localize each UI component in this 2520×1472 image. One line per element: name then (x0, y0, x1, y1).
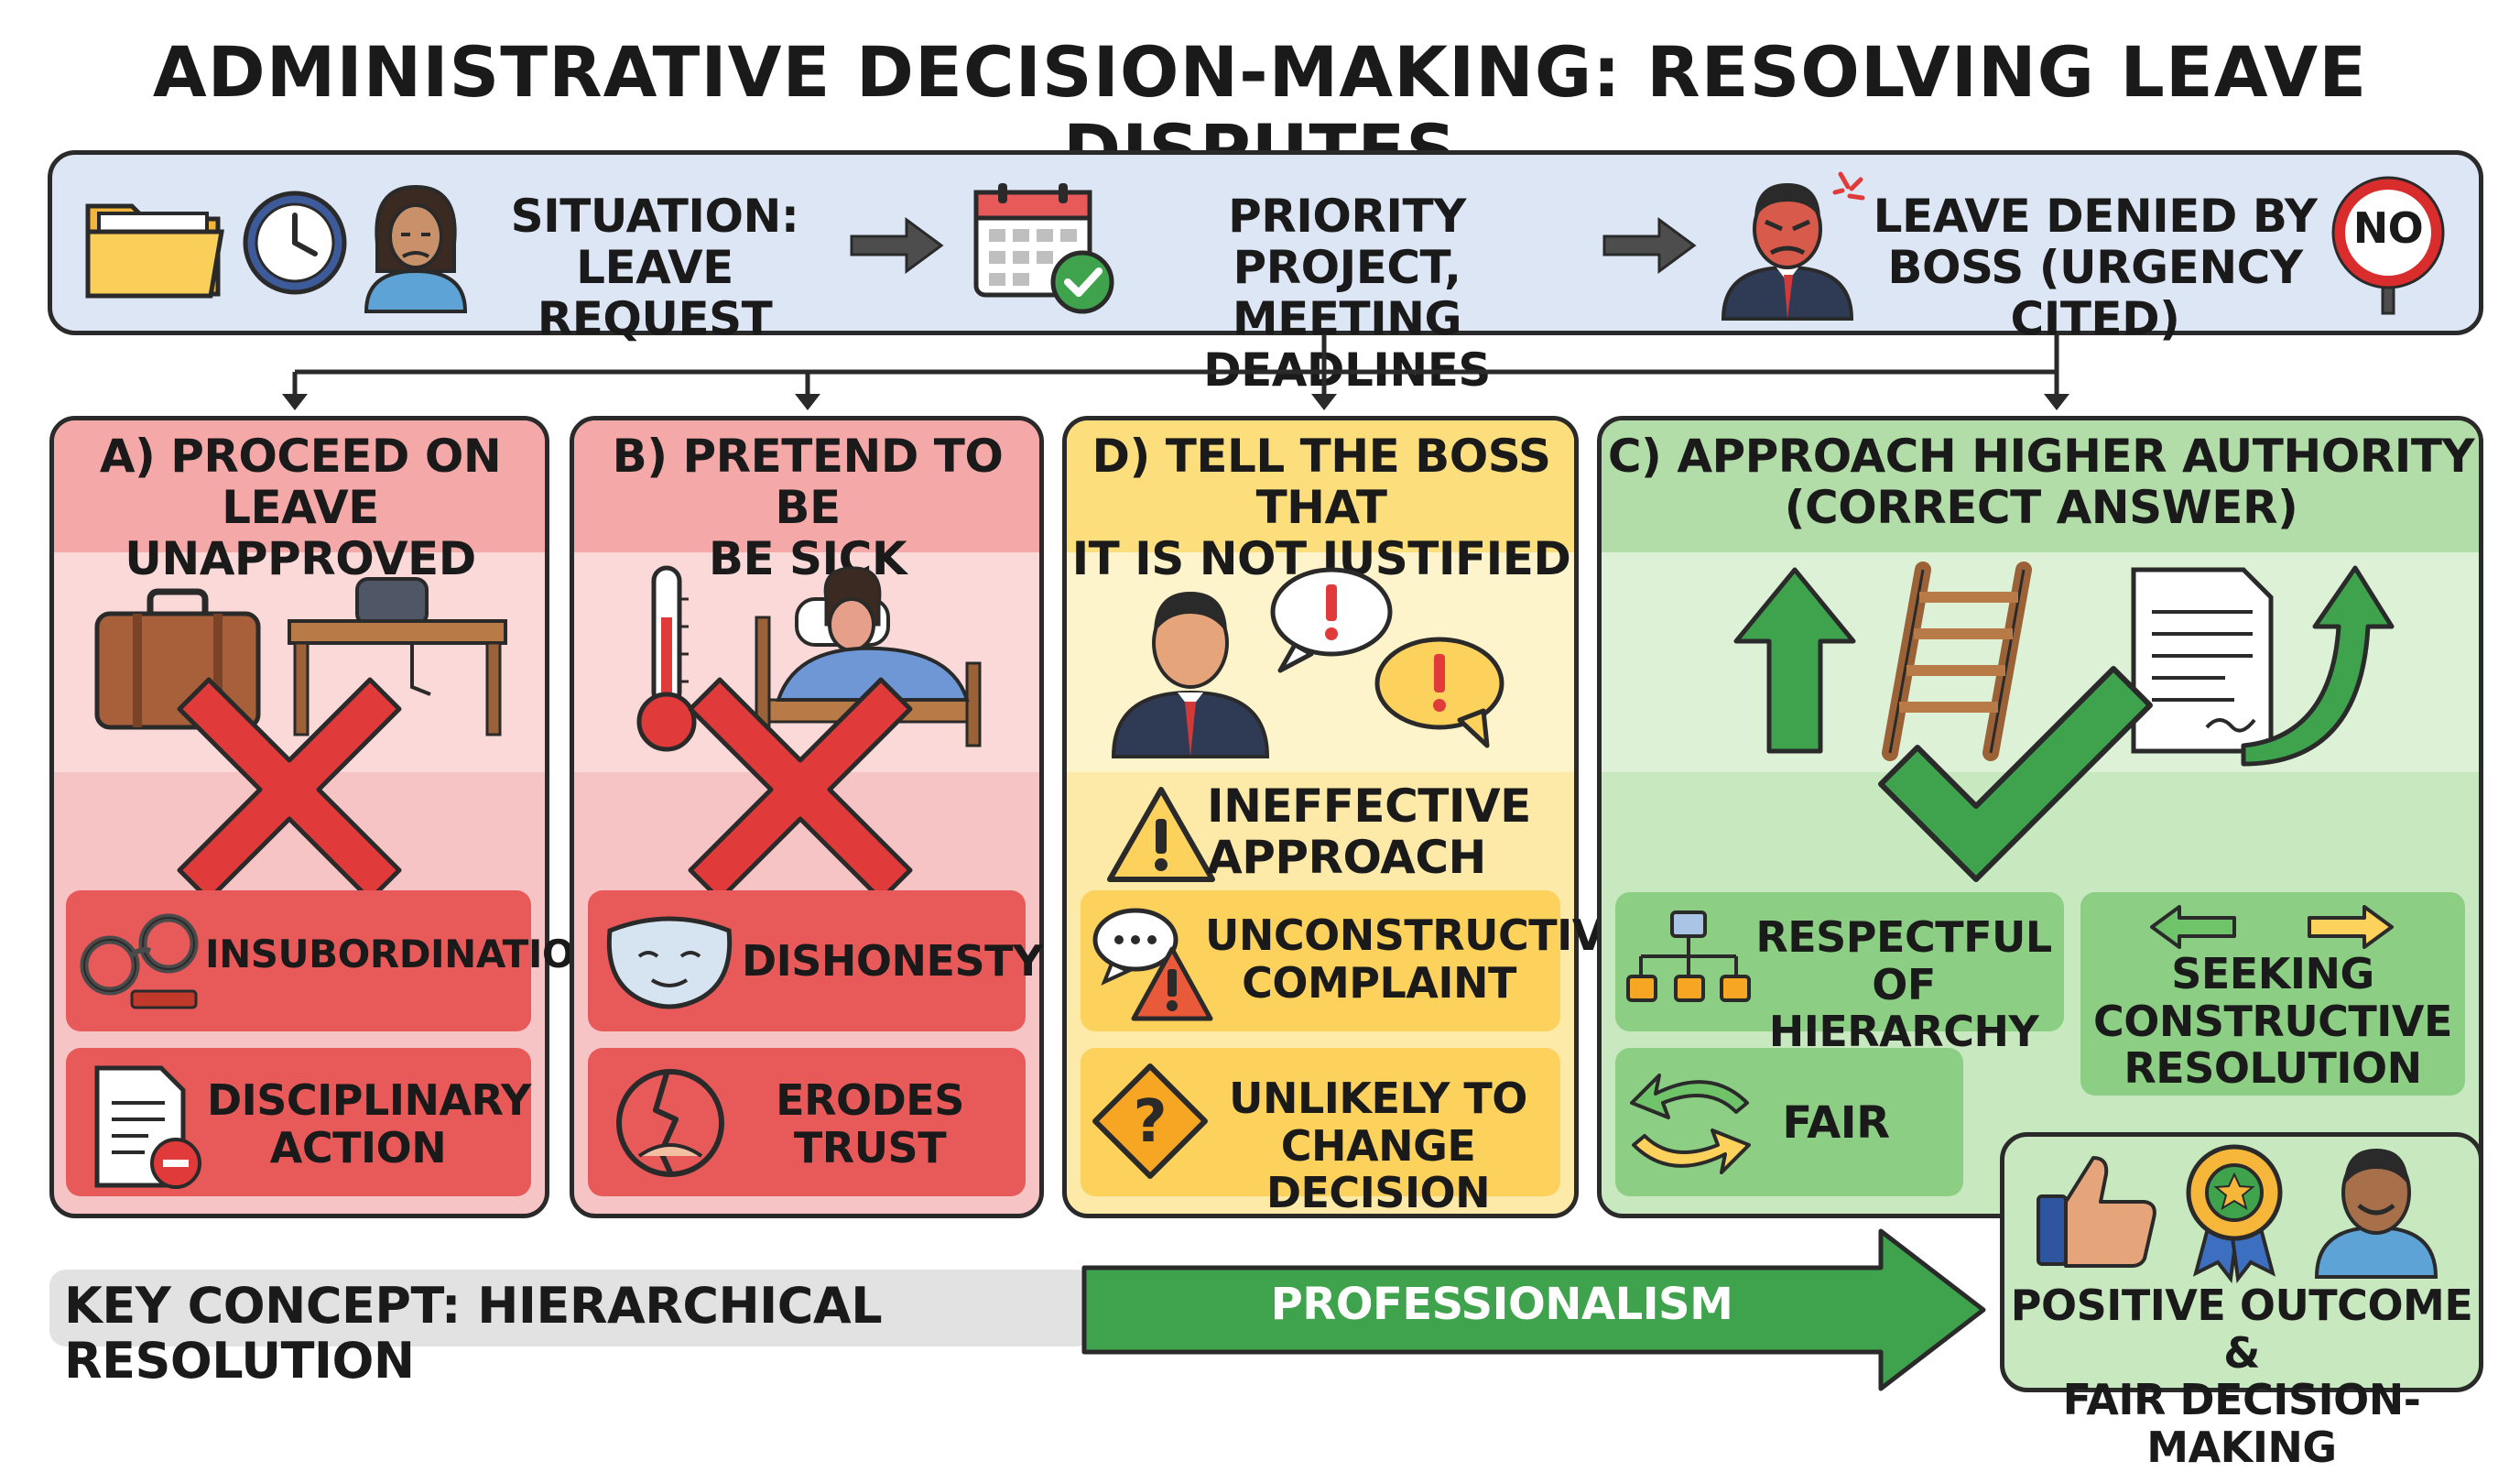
document-minus-icon (94, 1065, 201, 1189)
red-cross-icon-b (688, 677, 913, 902)
respectful-of-hierarchy-label: RESPECTFUL OF HIERARCHY (1755, 912, 2052, 1057)
flow-step-leave-denied: LEAVE DENIED BY BOSS (URGENCY CITED) (1873, 190, 2318, 345)
fair-item (1615, 1048, 1963, 1196)
option-c-heading-band (1602, 420, 2479, 552)
hierarchy-chart-icon (1626, 910, 1751, 1002)
seeking-constructive-resolution-item (2080, 892, 2465, 1096)
svg-text:?: ? (1133, 1088, 1167, 1156)
ladder-icon (1882, 562, 2032, 761)
dishonesty-label: DISHONESTY (742, 936, 1043, 986)
professionalism-label: PROFESSIONALISM (1270, 1279, 1733, 1330)
erodes-trust-label: ERODES TRUST (776, 1075, 964, 1172)
warning-triangle-icon (1107, 787, 1215, 882)
complaint-warning-icon (1092, 908, 1213, 1021)
option-b-heading: B) PRETEND TO BE BE SICK (612, 430, 1004, 585)
unconstructive-complaint-label: UNCONSTRUCTIVE COMPLAINT (1205, 910, 1633, 1008)
folder-icon (85, 203, 224, 299)
no-sign-icon (2331, 176, 2445, 315)
flow-arrow-1 (850, 217, 944, 274)
seeking-constructive-resolution-label: SEEKING CONSTRUCTIVE RESOLUTION (2093, 949, 2452, 1094)
exchange-arrows-icon (2150, 905, 2394, 949)
exclamation-speech-bubble-icon-1 (1270, 567, 1393, 673)
businessman-avatar (1111, 592, 1270, 758)
fair-label: FAIR (1782, 1097, 1890, 1149)
flow-arrow-2 (1602, 217, 1697, 274)
key-concept-bar (49, 1270, 1093, 1347)
option-d-heading-band (1067, 420, 1574, 552)
happy-person-avatar (2314, 1149, 2439, 1279)
green-checkmark-icon (1878, 666, 2153, 882)
swap-arrows-icon (1630, 1074, 1751, 1174)
thumbs-up-icon (2037, 1156, 2156, 1268)
thermometer-icon (636, 565, 697, 752)
key-concept-label: KEY CONCEPT: HIERARCHICAL RESOLUTION (64, 1277, 883, 1390)
positive-outcome-label: POSITIVE OUTCOME & FAIR DECISION-MAKING (2010, 1281, 2473, 1472)
flow-step-situation: SITUATION: LEAVE REQUEST (510, 190, 799, 345)
disciplinary-action-label: DISCIPLINARY ACTION (207, 1075, 531, 1172)
mask-icon (606, 916, 733, 1009)
up-arrow-icon (1733, 567, 1856, 754)
no-sign-label: NO (2352, 203, 2424, 253)
professionalism-arrow (1081, 1228, 1986, 1391)
unlikely-to-change-label: UNLIKELY TO CHANGE DECISION (1229, 1074, 1527, 1218)
award-badge-icon (2186, 1144, 2283, 1283)
document-up-arrow-icon (2131, 565, 2395, 767)
empty-desk-icon (288, 577, 507, 736)
clock-icon (243, 191, 347, 295)
option-a-heading-band (54, 420, 545, 552)
infographic: ADMINISTRATIVE DECISION-MAKING: RESOLVIN… (48, 33, 2483, 1470)
insubordination-label: INSUBORDINATION (205, 932, 606, 976)
handcuffs-icon (80, 913, 199, 1009)
red-cross-icon-a (177, 677, 402, 902)
sad-employee-avatar (364, 184, 468, 313)
ineffective-approach-label: INEFFECTIVE APPROACH (1207, 780, 1531, 884)
branch-connector-lines (282, 335, 2069, 410)
option-a-heading: A) PROCEED ON LEAVE UNAPPROVED (99, 430, 502, 585)
broken-trust-icon (616, 1069, 724, 1177)
calendar-check-icon (973, 183, 1114, 314)
angry-boss-avatar (1721, 171, 1865, 321)
option-b-heading-band (574, 420, 1039, 552)
option-c-heading: C) APPROACH HIGHER AUTHORITY (CORRECT AN… (1607, 430, 2475, 534)
exclamation-speech-bubble-icon-2 (1374, 637, 1504, 748)
option-d-heading: D) TELL THE BOSS THAT IT IS NOT JUSTIFIE… (1071, 430, 1571, 585)
question-diamond-icon: ? (1092, 1063, 1208, 1179)
